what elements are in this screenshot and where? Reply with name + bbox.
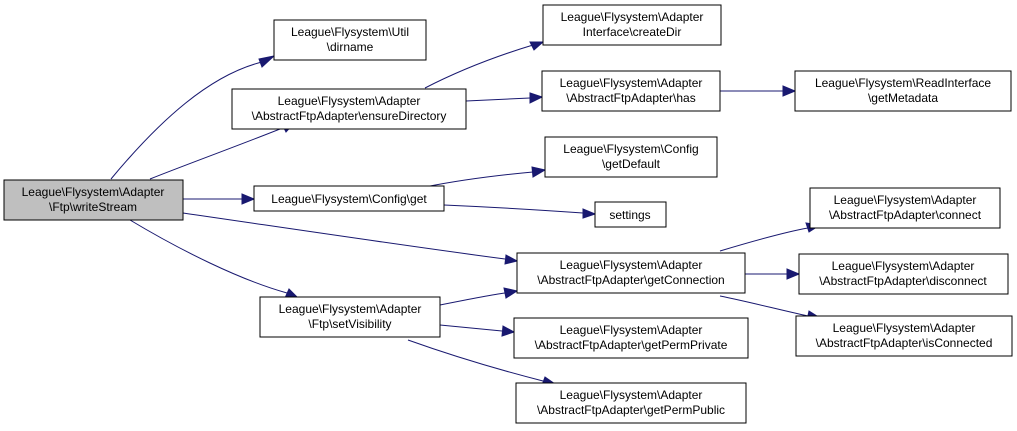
node-disconnect[interactable]: League\Flysystem\Adapter \AbstractFtpAda…	[798, 253, 1009, 295]
node-label: \AbstractFtpAdapter\connect	[829, 208, 982, 222]
node-label: \getDefault	[602, 157, 661, 171]
node-label: League\Flysystem\Adapter	[561, 10, 704, 24]
node-connect[interactable]: League\Flysystem\Adapter \AbstractFtpAda…	[809, 187, 1001, 229]
node-ensuredir[interactable]: League\Flysystem\Adapter \AbstractFtpAda…	[231, 88, 467, 130]
arrow-getconn-disconnect	[786, 268, 801, 280]
edge-setvis-permprivate	[439, 324, 503, 332]
node-label: League\Flysystem\Config	[563, 142, 698, 156]
node-root[interactable]: League\Flysystem\Adapter \Ftp\writeStrea…	[3, 179, 184, 221]
arrow-root-configget	[241, 193, 256, 205]
node-configget[interactable]: League\Flysystem\Config\get	[253, 185, 445, 212]
node-label: \AbstractFtpAdapter\disconnect	[819, 274, 987, 288]
node-createdir[interactable]: League\Flysystem\Adapter Interface\creat…	[542, 4, 722, 46]
node-settings[interactable]: settings	[594, 201, 667, 228]
node-has[interactable]: League\Flysystem\Adapter \AbstractFtpAda…	[541, 70, 721, 112]
node-dirname[interactable]: League\Flysystem\Util \dirname	[273, 19, 427, 61]
edge-root-dirname	[110, 61, 263, 180]
edge-getconn-connect	[719, 227, 809, 252]
node-label: League\Flysystem\Adapter	[832, 259, 975, 273]
edge-configget-getdefault	[424, 171, 534, 188]
node-label: League\Flysystem\ReadInterface	[815, 76, 991, 90]
node-label: League\Flysystem\Adapter	[834, 193, 977, 207]
node-label: \AbstractFtpAdapter\ensureDirectory	[252, 109, 447, 123]
arrow-setvis-permprivate	[501, 325, 516, 337]
edge-root-ensuredir	[149, 126, 286, 180]
edge-root-setvis	[129, 219, 288, 294]
node-label: League\Flysystem\Adapter	[279, 302, 422, 316]
nodes-layer: League\Flysystem\Adapter \Ftp\writeStrea…	[3, 4, 1013, 424]
edge-configget-settings	[443, 204, 584, 214]
node-permpublic[interactable]: League\Flysystem\Adapter \AbstractFtpAda…	[515, 382, 747, 424]
node-label: \Ftp\writeStream	[49, 200, 137, 214]
node-label: League\Flysystem\Adapter	[833, 321, 976, 335]
arrow-root-getconn	[504, 254, 519, 265]
edge-setvis-getconn	[439, 292, 506, 306]
node-label: \AbstractFtpAdapter\has	[566, 91, 695, 105]
node-label: \dirname	[327, 40, 374, 54]
node-label: \getMetadata	[868, 91, 938, 105]
node-label: League\Flysystem\Adapter	[278, 94, 421, 108]
edge-ensuredir-has	[465, 97, 531, 102]
node-label: settings	[609, 208, 650, 222]
node-label: Interface\createDir	[583, 25, 682, 39]
node-getconn[interactable]: League\Flysystem\Adapter \AbstractFtpAda…	[516, 252, 746, 294]
edge-ensuredir-createdir	[424, 44, 534, 89]
arrow-has-getmeta	[782, 85, 797, 97]
node-label: \AbstractFtpAdapter\getPermPublic	[537, 403, 725, 417]
node-label: League\Flysystem\Adapter	[560, 76, 703, 90]
arrow-configget-getdefault	[531, 166, 547, 178]
node-label: League\Flysystem\Adapter	[560, 258, 703, 272]
node-label: League\Flysystem\Adapter	[22, 185, 165, 199]
node-label: \AbstractFtpAdapter\getPermPrivate	[535, 338, 728, 352]
node-setvis[interactable]: League\Flysystem\Adapter \Ftp\setVisibil…	[259, 296, 441, 338]
edge-root-getconn	[182, 212, 506, 260]
node-label: \AbstractFtpAdapter\getConnection	[537, 273, 724, 287]
node-label: \AbstractFtpAdapter\isConnected	[816, 336, 993, 350]
edge-getconn-isconnected	[719, 295, 809, 317]
arrow-configget-settings	[582, 208, 597, 219]
arrow-ensuredir-createdir	[529, 41, 545, 51]
node-isconnected[interactable]: League\Flysystem\Adapter \AbstractFtpAda…	[795, 315, 1013, 357]
node-getmeta[interactable]: League\Flysystem\ReadInterface \getMetad…	[794, 70, 1012, 112]
node-label: League\Flysystem\Config\get	[271, 192, 427, 206]
arrow-root-dirname	[258, 55, 276, 68]
node-label: League\Flysystem\Adapter	[560, 323, 703, 337]
arrow-setvis-getconn	[503, 287, 519, 299]
node-label: \Ftp\setVisibility	[308, 317, 391, 331]
node-label: League\Flysystem\Util	[291, 25, 409, 39]
node-getdefault[interactable]: League\Flysystem\Config \getDefault	[544, 136, 718, 178]
arrow-ensuredir-has	[529, 92, 544, 104]
node-permprivate[interactable]: League\Flysystem\Adapter \AbstractFtpAda…	[513, 317, 749, 359]
edge-setvis-permpublic	[407, 339, 544, 382]
node-label: League\Flysystem\Adapter	[560, 388, 703, 402]
